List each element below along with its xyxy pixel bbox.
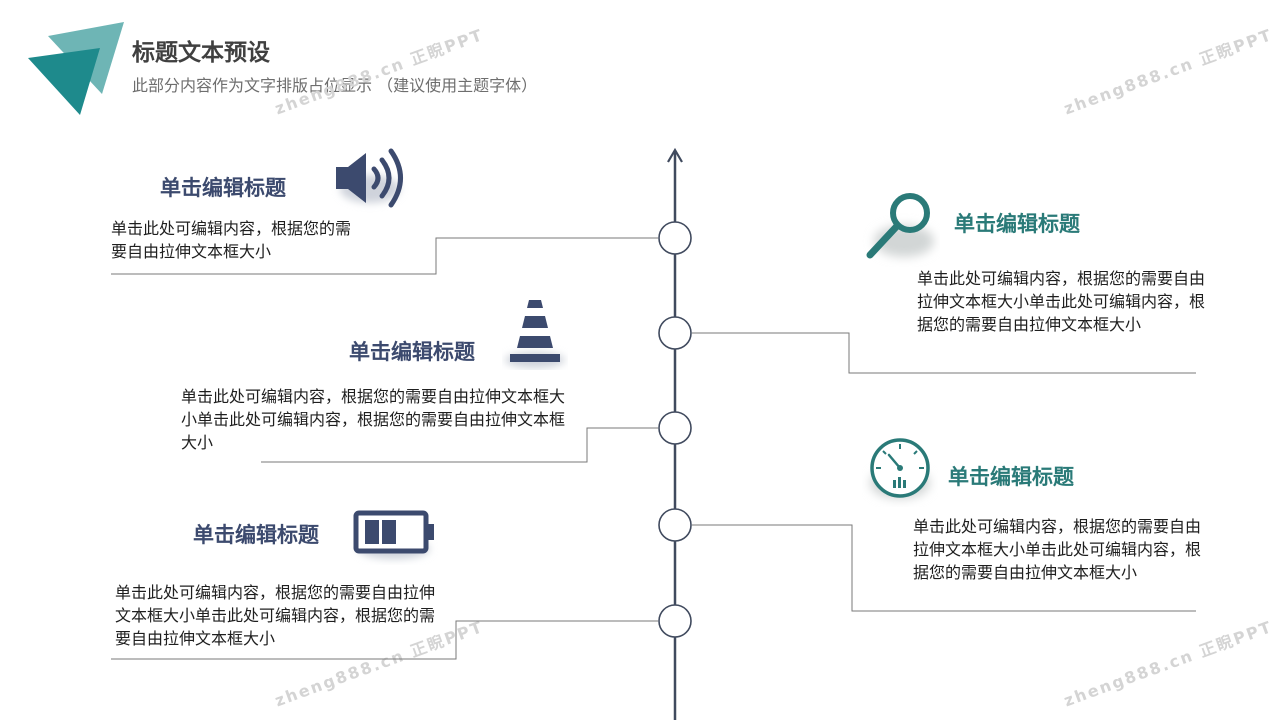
item-title-5[interactable]: 单击编辑标题	[193, 523, 319, 547]
speaker-icon	[336, 148, 403, 208]
item-title-2[interactable]: 单击编辑标题	[954, 212, 1080, 236]
connector-line-1	[111, 237, 658, 275]
item-title-3[interactable]: 单击编辑标题	[349, 340, 475, 364]
item-body-4[interactable]: 单击此处可编辑内容，根据您的需要自由拉伸文本框大小单击此处可编辑内容，根据您的需…	[913, 517, 1202, 582]
timeline-arrowhead	[667, 147, 683, 163]
page-title: 标题文本预设	[132, 40, 270, 66]
magnifier-icon	[866, 193, 934, 259]
item-body-3[interactable]: 单击此处可编辑内容，根据您的需要自由拉伸文本框大小单击此处可编辑内容，根据您的需…	[181, 387, 566, 452]
connector-line-4	[692, 524, 1196, 612]
item-body-2[interactable]: 单击此处可编辑内容，根据您的需要自由拉伸文本框大小单击此处可编辑内容，根据您的需…	[917, 269, 1206, 334]
logo-triangles-icon	[28, 22, 124, 115]
timeline-node-1	[658, 221, 692, 255]
page-subtitle: 此部分内容作为文字排版占位显示 （建议使用主题字体）	[132, 76, 538, 95]
connector-line-3	[261, 427, 658, 463]
connector-line-2	[692, 332, 1196, 374]
timeline-node-3	[658, 411, 692, 445]
traffic-cone-icon	[505, 300, 565, 368]
item-body-5[interactable]: 单击此处可编辑内容，根据您的需要自由拉伸文本框大小单击此处可编辑内容，根据您的需…	[115, 583, 436, 648]
timeline-node-2	[658, 316, 692, 350]
item-body-1[interactable]: 单击此处可编辑内容，根据您的需要自由拉伸文本框大小	[111, 219, 352, 261]
timeline-node-5	[658, 604, 692, 638]
connector-line-5	[111, 620, 658, 660]
item-title-1[interactable]: 单击编辑标题	[160, 176, 286, 200]
battery-icon	[353, 510, 434, 559]
gauge-icon	[870, 438, 930, 499]
item-title-4[interactable]: 单击编辑标题	[948, 465, 1074, 489]
timeline-node-4	[658, 508, 692, 542]
